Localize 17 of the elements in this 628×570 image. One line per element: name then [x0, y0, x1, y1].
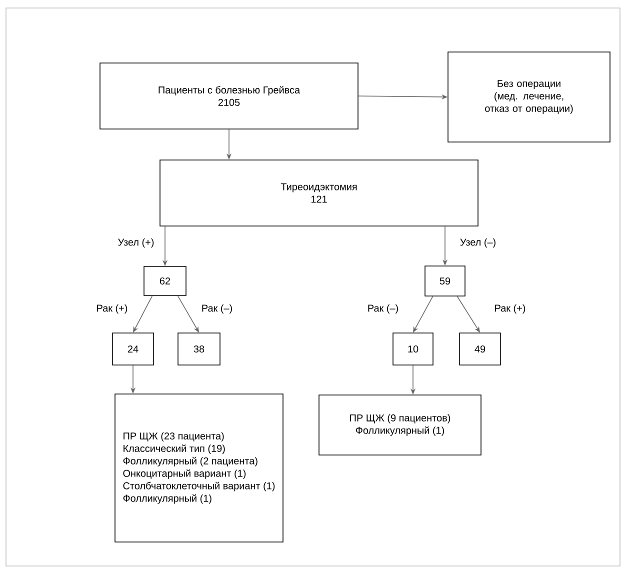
edge-label: Рак (+) [95, 303, 129, 315]
edge-label: Узел (–) [458, 237, 498, 249]
edge-label: Рак (–) [366, 303, 400, 315]
number-box: 62 [144, 266, 186, 296]
edge-label: Рак (+) [493, 303, 527, 315]
edge-label: Рак (–) [200, 303, 234, 315]
process-box: ПР ЩЖ (9 пациентов) Фолликулярный (1) [318, 394, 482, 456]
process-box: Тиреоидэктомия 121 [160, 160, 478, 226]
number-box: 24 [112, 332, 154, 366]
number-box: 49 [459, 332, 501, 366]
process-box: Пациенты с болезнью Грейвса 2105 [100, 62, 358, 130]
number-box: 38 [178, 332, 220, 366]
edge-label: Узел (+) [116, 237, 156, 249]
list-box: ПР ЩЖ (23 пациента) Классический тип (19) Фолликулярный (2 пациента) Онкоцитарный вариант (1) Столбчатоклеточный вариант (1) Фолликулярный (1) [114, 394, 284, 542]
process-box: Без операции (мед. лечение, отказ от операции) [448, 52, 610, 142]
number-box: 10 [392, 332, 434, 366]
number-box: 59 [424, 266, 466, 296]
